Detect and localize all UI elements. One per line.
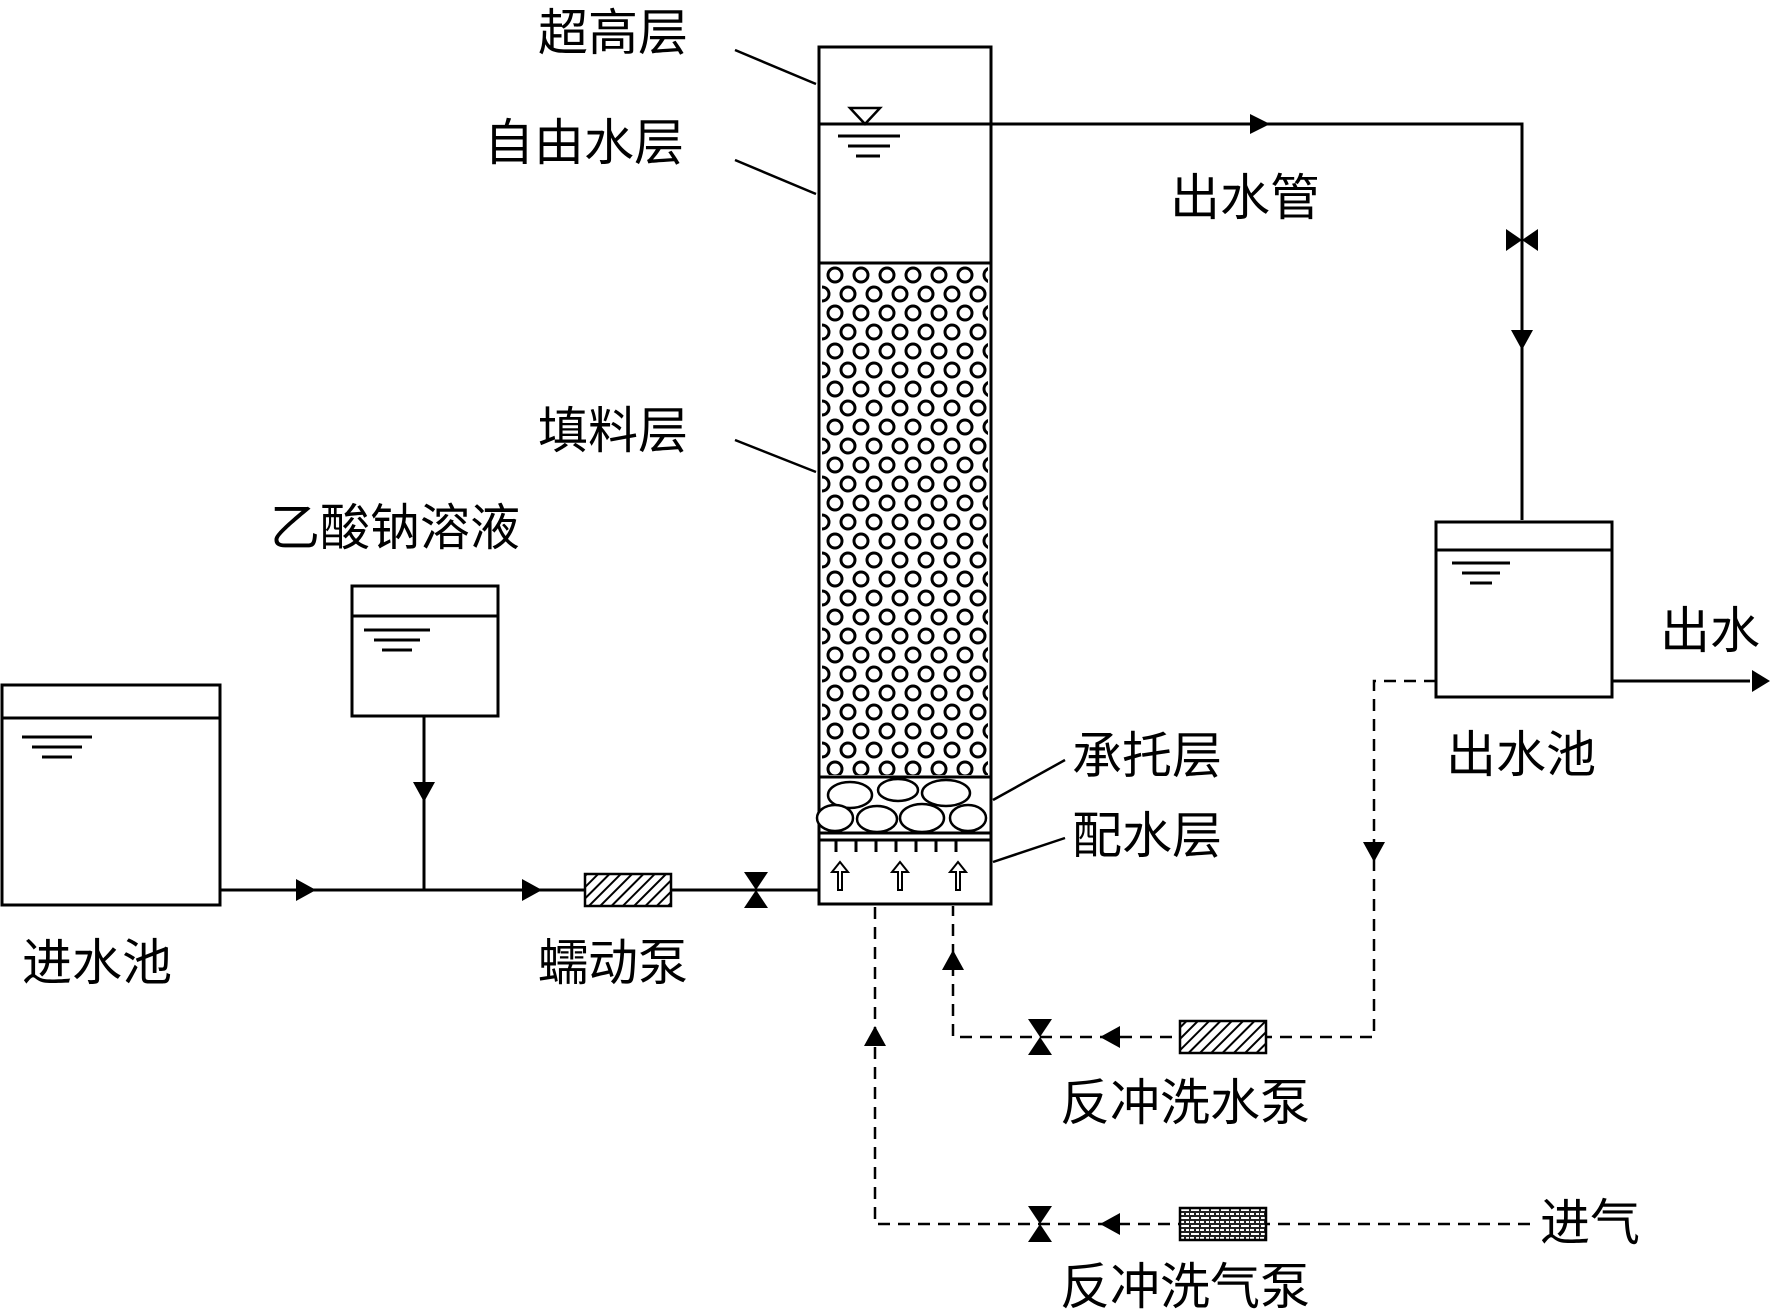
label-super-high-layer: 超高层 — [538, 4, 688, 62]
valve-icon — [1028, 1206, 1052, 1242]
label-air-inlet: 进气 — [1540, 1194, 1640, 1252]
inlet-line — [220, 872, 819, 908]
inlet-tank — [0, 683, 222, 907]
support-layer-stones — [815, 777, 988, 834]
backwash-water-pump-icon — [1178, 1019, 1268, 1055]
water-level-icon — [364, 628, 430, 652]
water-level-icon — [1452, 561, 1510, 585]
water-level-icon — [838, 106, 900, 158]
label-filler-layer: 填料层 — [538, 402, 688, 460]
distribution-nozzles — [834, 840, 958, 852]
label-sodium-acetate-solution: 乙酸钠溶液 — [270, 499, 520, 557]
valve-icon — [744, 872, 768, 908]
label-outlet-tank: 出水池 — [1446, 726, 1596, 784]
upflow-arrow-icon — [829, 860, 969, 891]
outlet-tank — [1434, 520, 1770, 699]
valve-icon — [1506, 229, 1538, 251]
label-backwash-water-pump: 反冲洗水泵 — [1060, 1074, 1310, 1132]
outlet-pipe — [991, 114, 1538, 520]
label-backwash-air-pump: 反冲洗气泵 — [1060, 1258, 1310, 1315]
reactor-column — [815, 45, 993, 906]
filler-layer-fill — [822, 265, 988, 775]
water-level-icon — [22, 735, 92, 759]
backwash-air-pump-icon — [1178, 1206, 1268, 1242]
valve-icon — [1028, 1019, 1052, 1055]
label-peristaltic-pump: 蠕动泵 — [538, 934, 688, 992]
label-distribution-layer: 配水层 — [1072, 807, 1222, 865]
sodium-acetate-tank — [350, 584, 500, 890]
label-outlet-water: 出水 — [1660, 602, 1760, 660]
backwash-air-line — [864, 906, 1530, 1242]
peristaltic-pump-icon — [583, 872, 673, 908]
label-inlet-tank: 进水池 — [22, 934, 172, 992]
leader-lines — [734, 48, 1066, 864]
backwash-water-line — [942, 679, 1436, 1055]
label-free-water-layer: 自由水层 — [484, 114, 684, 172]
label-support-layer: 承托层 — [1072, 727, 1222, 785]
label-outlet-pipe: 出水管 — [1170, 169, 1320, 227]
